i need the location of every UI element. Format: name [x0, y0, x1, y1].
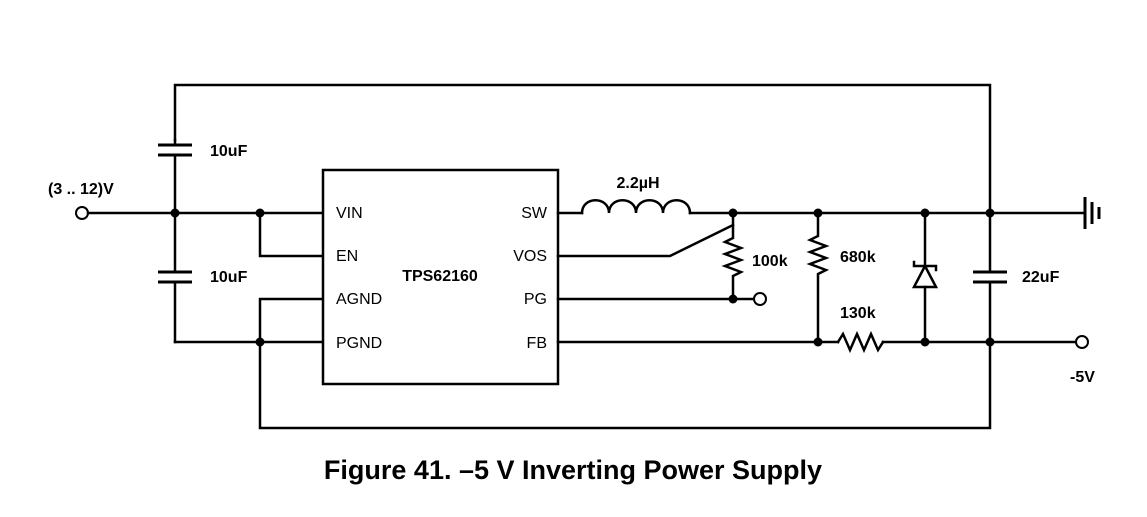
output-capacitor — [973, 211, 1007, 344]
junction-dot — [170, 208, 180, 218]
input-capacitor-bottom — [158, 211, 192, 344]
input-capacitor-top — [158, 138, 192, 215]
inductor — [580, 199, 692, 215]
inductor-label: 2.2µH — [616, 175, 659, 192]
pin-en-label: EN — [336, 248, 358, 265]
input-terminal — [75, 206, 89, 220]
ground-icon — [1083, 197, 1101, 229]
ic-body — [321, 168, 560, 386]
output-capacitor-label: 22uF — [1022, 269, 1060, 286]
top-rail-wire — [173, 83, 992, 215]
agnd-return-wire — [258, 297, 992, 430]
resistor-100k — [721, 211, 745, 301]
resistor-130k — [836, 330, 885, 354]
junction-dot — [813, 337, 823, 347]
figure-caption: Figure 41. –5 V Inverting Power Supply — [324, 455, 822, 485]
pin-pgnd-label: PGND — [336, 335, 382, 352]
schottky-diode — [911, 211, 939, 344]
pg-terminal — [753, 292, 767, 306]
pin-pg-label: PG — [524, 291, 547, 308]
output-voltage-label: -5V — [1070, 369, 1095, 386]
input-capacitor-top-label: 10uF — [210, 143, 248, 160]
junction-dot — [728, 294, 738, 304]
input-voltage-label: (3 .. 12)V — [48, 181, 114, 198]
pin-vin-label: VIN — [336, 205, 363, 222]
resistor-680k-label: 680k — [840, 249, 876, 266]
pin-agnd-label: AGND — [336, 291, 382, 308]
en-wire — [258, 211, 325, 258]
vos-wire — [556, 223, 735, 258]
resistor-680k — [806, 211, 830, 344]
output-terminal — [1075, 335, 1089, 349]
resistor-100k-label: 100k — [752, 253, 788, 270]
pin-sw-label: SW — [521, 205, 548, 222]
ic-name: TPS62160 — [402, 268, 478, 285]
input-capacitor-bottom-label: 10uF — [210, 269, 248, 286]
pin-vos-label: VOS — [513, 248, 547, 265]
resistor-130k-label: 130k — [840, 305, 876, 322]
pin-fb-label: FB — [527, 335, 547, 352]
